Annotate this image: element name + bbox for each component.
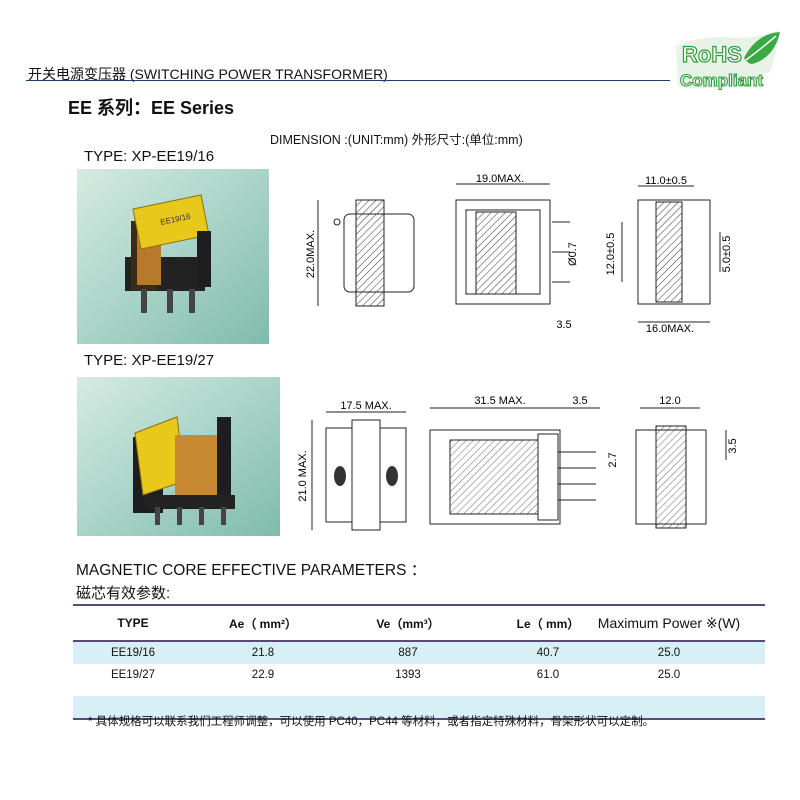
product-photo-ee19-16: EE19/16 xyxy=(77,169,269,344)
parameters-table: TYPE Ae（ mm²） Ve（mm³） Le（ mm） Maximum Po… xyxy=(73,604,765,720)
type-label-ee19-27: TYPE: XP-EE19/27 xyxy=(84,352,215,369)
col-ae: Ae（ mm²） xyxy=(228,616,297,631)
cell-type: EE19/16 xyxy=(110,647,156,659)
rohs-compliant-badge: RoHS Compliant xyxy=(676,30,780,91)
table-row: EE19/16 21.8 887 40.7 25.0 xyxy=(73,642,765,664)
dim-width: 17.5 MAX. xyxy=(340,400,391,412)
params-subtitle: 磁芯有效参数: xyxy=(76,585,171,602)
bottom-view-ee19-27: 12.0 3.5 xyxy=(635,395,739,529)
document-title: 开关电源变压器 (SWITCHING POWER TRANSFORMER) xyxy=(28,66,388,82)
col-le: Le（ mm） xyxy=(516,616,580,631)
dim-width-bottom: 16.0MAX. xyxy=(646,323,694,335)
side-view-ee19-27: 17.5 MAX. 21.0 MAX. xyxy=(297,400,407,531)
cell-le: 61.0 xyxy=(536,669,560,681)
table-header-row: TYPE Ae（ mm²） Ve（mm³） Le（ mm） Maximum Po… xyxy=(73,606,765,642)
dim-pitch-right: 5.0±0.5 xyxy=(721,236,733,273)
dim-pitch-left: 12.0±0.5 xyxy=(605,233,617,276)
series-title: EE 系列：EE Series xyxy=(68,98,235,118)
table-row: EE19/27 22.9 1393 61.0 25.0 xyxy=(73,664,765,686)
cell-ae: 22.9 xyxy=(251,669,275,681)
dim-pin-height: 2.7 xyxy=(607,452,619,467)
dim-height-27: 21.0 MAX. xyxy=(297,450,309,501)
table-empty-row xyxy=(73,696,765,718)
cell-max-power: 25.0 xyxy=(657,669,681,681)
dimension-unit-label: DIMENSION :(UNIT:mm) 外形尺寸:(单位:mm) xyxy=(270,133,523,147)
col-type: TYPE xyxy=(117,616,149,630)
dim-pin-dia: Ø0.7 xyxy=(567,242,579,266)
dim-side-pitch: 3.5 xyxy=(727,438,739,453)
dim-height: 22.0MAX. xyxy=(305,230,317,278)
cell-ve: 887 xyxy=(398,647,418,659)
dim-side-width: 12.0 xyxy=(659,395,680,407)
col-ve: Ve（mm³） xyxy=(376,616,440,631)
cell-max-power: 25.0 xyxy=(657,647,681,659)
dim-length-27: 31.5 MAX. xyxy=(474,395,525,407)
dim-length: 19.0MAX. xyxy=(476,173,524,185)
dimension-drawings-ee19-16: 22.0MAX. 19.0MAX. Ø0.7 3.5 11.0±0.5 12.0… xyxy=(305,173,733,335)
badge-rohs-text: RoHS xyxy=(682,42,742,67)
bottom-view-ee19-16: 11.0±0.5 12.0±0.5 5.0±0.5 16.0MAX. xyxy=(605,175,733,335)
front-view-ee19-16: 19.0MAX. Ø0.7 3.5 xyxy=(455,173,579,331)
product-photo-ee19-27 xyxy=(77,377,280,536)
type-label-ee19-16: TYPE: XP-EE19/16 xyxy=(84,148,215,165)
cell-le: 40.7 xyxy=(536,647,560,659)
col-max-power: Maximum Power ※(W) xyxy=(597,614,741,631)
front-view-ee19-27: 31.5 MAX. 3.5 2.7 xyxy=(429,395,619,525)
header-rule xyxy=(26,80,670,81)
dim-width-top: 11.0±0.5 xyxy=(645,175,687,187)
footnote: * 具体规格可以联系我们工程师调整，可以使用 PC40，PC44 等材料，或者指… xyxy=(88,716,655,728)
cell-ae: 21.8 xyxy=(251,647,275,659)
dim-pin-offset-27: 3.5 xyxy=(572,395,587,407)
params-title: MAGNETIC CORE EFFECTIVE PARAMETERS ： xyxy=(76,562,427,579)
cell-type: EE19/27 xyxy=(110,669,156,681)
cell-ve: 1393 xyxy=(395,669,421,681)
dimension-drawings-ee19-27: 17.5 MAX. 21.0 MAX. 31.5 MAX. 3.5 2.7 12… xyxy=(297,395,739,531)
dim-pin-offset: 3.5 xyxy=(556,319,571,331)
side-view-ee19-16: 22.0MAX. xyxy=(305,199,415,307)
badge-compliant-text: Compliant xyxy=(680,71,763,90)
